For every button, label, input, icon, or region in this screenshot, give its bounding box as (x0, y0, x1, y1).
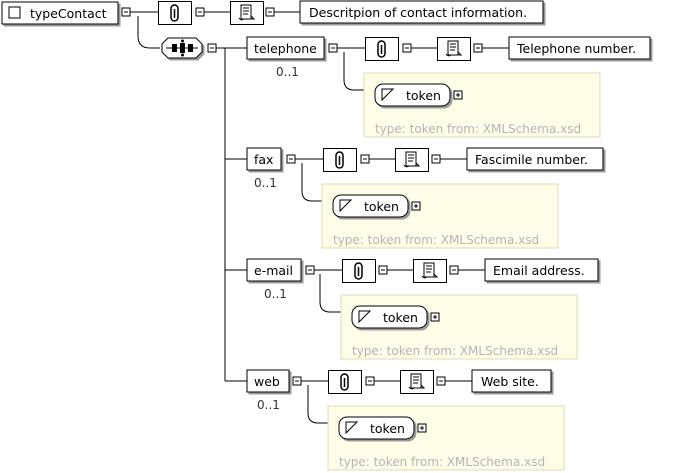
fax-documentation: Fascimile number. (466, 147, 604, 171)
e-mail-annotation-icon (413, 259, 447, 283)
documentation-text: Telephone number. (516, 41, 636, 56)
element-name: telephone (254, 41, 317, 56)
element-name: fax (254, 152, 273, 167)
type-name: token (364, 199, 399, 214)
simple-type-icon (381, 88, 395, 102)
sequence-compositor[interactable] (161, 37, 203, 59)
web-doc-toggle[interactable] (436, 376, 446, 386)
telephone-anno-toggle[interactable] (402, 43, 412, 53)
complex-type-icon (8, 6, 21, 19)
root-collapse-toggle[interactable] (121, 7, 131, 17)
occurrence-label: 0..1 (257, 398, 280, 412)
web-collapse-toggle[interactable] (292, 376, 302, 386)
simple-type-icon (339, 199, 353, 213)
type-info: type: token from: XMLSchema.xsd (339, 455, 545, 469)
root-doc-toggle[interactable] (265, 7, 275, 17)
element-telephone[interactable]: telephone (246, 36, 325, 60)
fax-type-box: token type: token from: XMLSchema.xsd (321, 183, 559, 249)
telephone-collapse-toggle[interactable] (328, 43, 338, 53)
e-mail-type-box: token type: token from: XMLSchema.xsd (340, 294, 578, 360)
web-anno-toggle[interactable] (365, 376, 375, 386)
sequence-collapse-toggle[interactable] (207, 43, 217, 53)
type-info: type: token from: XMLSchema.xsd (375, 122, 581, 136)
type-expand-toggle[interactable] (411, 201, 421, 211)
web-annotation-icon (400, 370, 434, 394)
root-documentation-text: Descritpion of contact information. (309, 5, 527, 20)
type-name: token (406, 88, 441, 103)
occurrence-label: 0..1 (254, 176, 277, 190)
type-info: type: token from: XMLSchema.xsd (333, 233, 539, 247)
telephone-attachment-icon (365, 37, 399, 61)
fax-doc-toggle[interactable] (431, 154, 441, 164)
fax-collapse-toggle[interactable] (286, 154, 296, 164)
fax-annotation-icon (395, 148, 429, 172)
telephone-doc-toggle[interactable] (473, 43, 483, 53)
fax-attachment-icon (323, 148, 357, 172)
web-attachment-icon (328, 370, 362, 394)
element-fax[interactable]: fax (246, 147, 282, 171)
e-mail-documentation: Email address. (484, 258, 599, 282)
telephone-type-box: token type: token from: XMLSchema.xsd (363, 72, 601, 138)
documentation-text: Email address. (493, 263, 585, 278)
element-name: e-mail (254, 263, 293, 278)
documentation-text: Web site. (481, 374, 539, 389)
type-name: token (383, 310, 418, 325)
root-documentation: Descritpion of contact information. (299, 0, 544, 24)
telephone-documentation: Telephone number. (508, 36, 651, 60)
e-mail-doc-toggle[interactable] (449, 265, 459, 275)
web-type-box: token type: token from: XMLSchema.xsd (327, 405, 565, 471)
web-documentation: Web site. (471, 369, 552, 393)
telephone-annotation-icon (437, 37, 471, 61)
element-e-mail[interactable]: e-mail (246, 258, 302, 282)
documentation-text: Fascimile number. (475, 152, 588, 167)
fax-anno-toggle[interactable] (360, 154, 370, 164)
type-expand-toggle[interactable] (417, 423, 427, 433)
occurrence-label: 0..1 (264, 287, 287, 301)
simple-type-icon (358, 310, 372, 324)
occurrence-label: 0..1 (276, 65, 299, 79)
root-complex-type[interactable]: typeContact (1, 1, 119, 25)
e-mail-attachment-icon (342, 259, 376, 283)
e-mail-collapse-toggle[interactable] (305, 265, 315, 275)
root-annotation-icon (230, 1, 264, 25)
root-attachment-icon (158, 1, 192, 25)
simple-type-icon (345, 421, 359, 435)
element-name: web (254, 374, 280, 389)
element-web[interactable]: web (246, 369, 290, 393)
type-info: type: token from: XMLSchema.xsd (352, 344, 558, 358)
type-expand-toggle[interactable] (453, 90, 463, 100)
root-type-name: typeContact (30, 6, 107, 21)
type-expand-toggle[interactable] (430, 312, 440, 322)
root-anno-toggle[interactable] (195, 7, 205, 17)
type-name: token (370, 421, 405, 436)
e-mail-anno-toggle[interactable] (378, 265, 388, 275)
